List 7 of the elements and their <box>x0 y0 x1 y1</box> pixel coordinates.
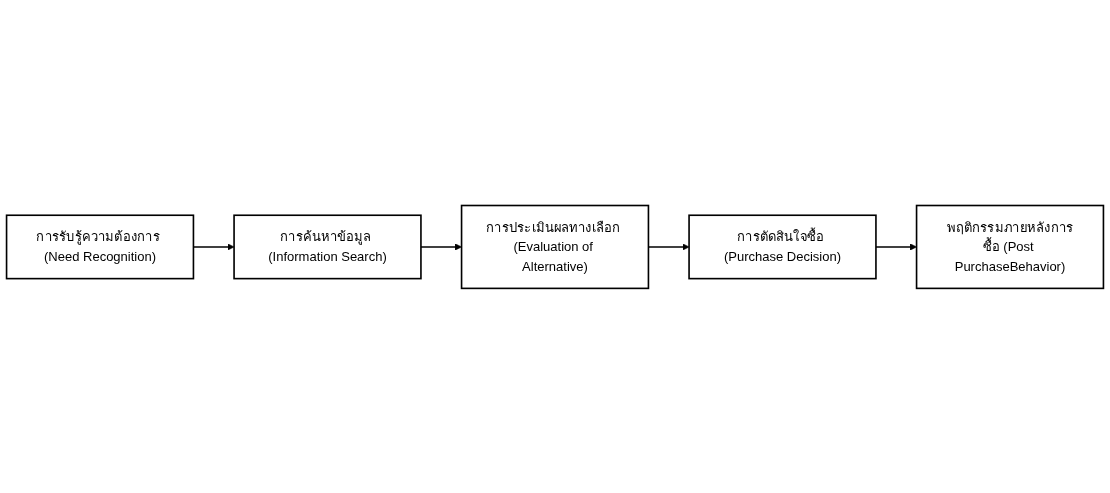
node-box: พฤติกรรมภายหลังการซื้อ (Post PurchaseBehavior) <box>915 204 1105 289</box>
arrow <box>875 242 917 251</box>
node-box: การค้นหาข้อมูล (Information Search) <box>233 214 422 279</box>
arrow <box>420 242 462 251</box>
node-box: การรับรู้ความต้องการ (Need Recognition) <box>5 214 195 279</box>
node-box: การประเมินผลทางเลือก (Evaluation of Alternative) <box>460 204 650 289</box>
node-box: การตัดสินใจซื้อ (Purchase Decision) <box>688 214 877 279</box>
